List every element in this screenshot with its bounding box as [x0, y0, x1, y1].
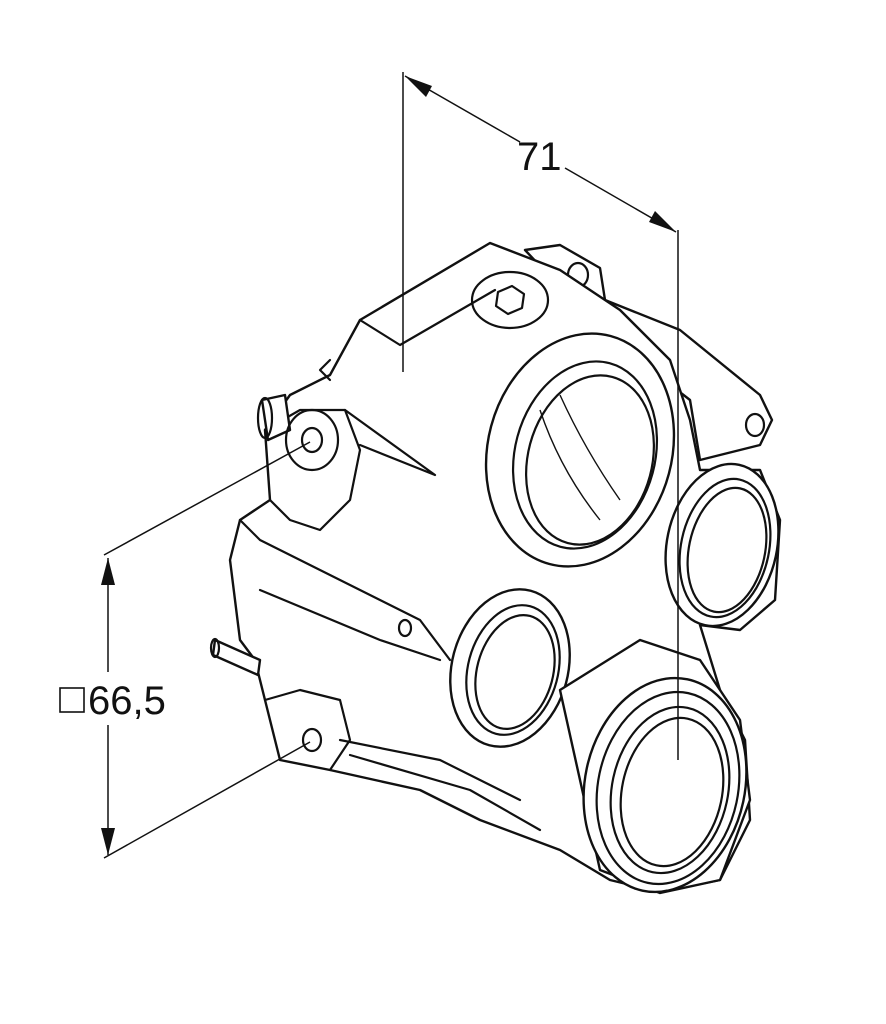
hex-socket-screw [470, 270, 550, 330]
dimension-71-label: 71 [517, 135, 562, 179]
port-right [664, 462, 780, 628]
mounting-holes [284, 408, 413, 753]
port-top-large [484, 332, 676, 568]
port-lower-middle [449, 588, 571, 748]
dimension-66-5: 66,5 [59, 441, 311, 859]
port-bottom-threaded [558, 638, 752, 895]
dimension-66-5-label: 66,5 [88, 679, 166, 723]
dimension-71: 71 [402, 72, 679, 760]
side-pins [209, 393, 292, 677]
square-symbol-icon [59, 687, 85, 713]
